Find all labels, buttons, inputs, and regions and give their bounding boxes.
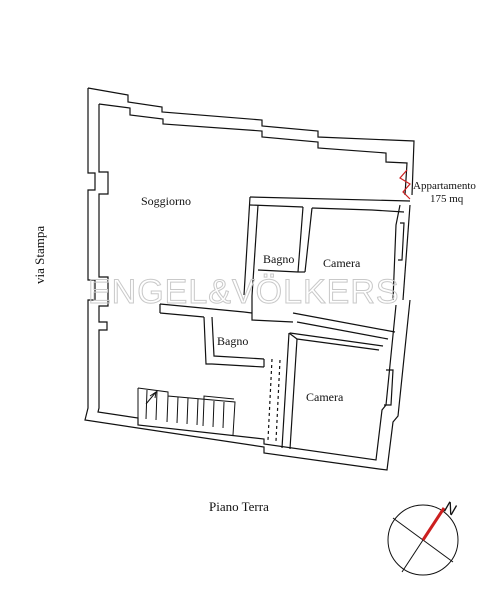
compass-north-letter: N — [441, 499, 460, 520]
room-label-soggiorno: Soggiorno — [141, 194, 191, 208]
apartment-label: Appartamento — [413, 180, 476, 192]
compass-ring — [387, 504, 459, 576]
street-label: via Stampa — [32, 226, 47, 284]
room-label-bagno-lower: Bagno — [217, 334, 248, 348]
compass: N — [387, 499, 460, 576]
room-label-camera-upper: Camera — [323, 256, 361, 270]
room-label-camera-lower: Camera — [306, 390, 344, 404]
apartment-marker — [399, 169, 411, 200]
compass-north-needle — [421, 507, 446, 541]
room-label-bagno-upper: Bagno — [263, 252, 294, 266]
interior-walls — [159, 196, 411, 450]
floor-label: Piano Terra — [209, 499, 269, 514]
apartment-area: 175 mq — [430, 193, 464, 205]
watermark-logo: ENGEL&VÖLKERS — [88, 273, 400, 311]
staircase — [137, 387, 236, 436]
